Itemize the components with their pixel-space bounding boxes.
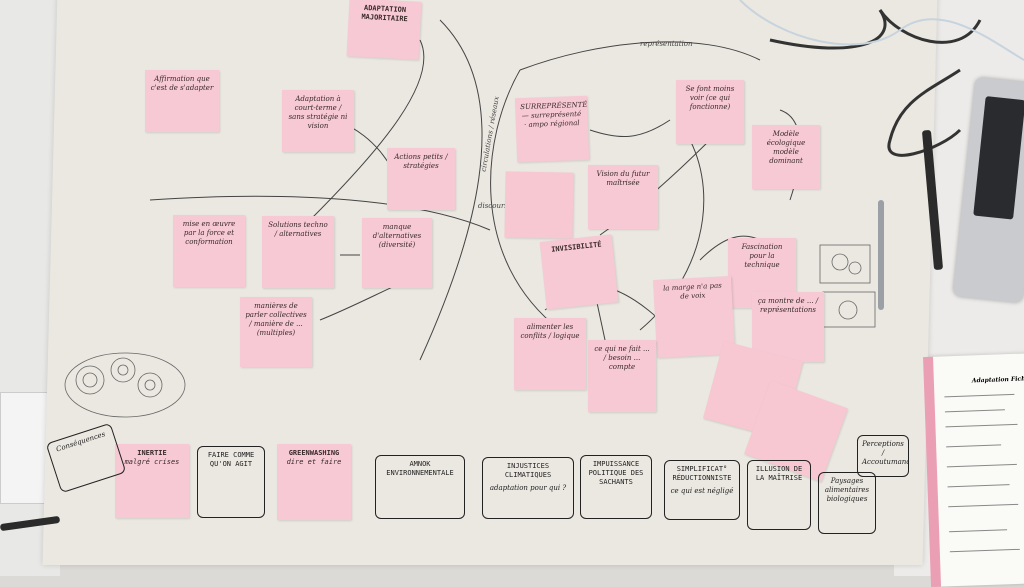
notebook: Adaptation Fiche [923,353,1024,587]
simplificat-title: SIMPLIFICAT° RÉDUCTIONNISTE [672,465,732,482]
notebook-line [947,484,1010,488]
sticky-adaptation-majoritaire: ADAPTATION MAJORITAIRE [346,0,422,60]
injustices-sub: adaptation pour qui ? [489,484,567,492]
box-faire-comme: FAIRE COMME QU'ON AGIT [197,446,265,518]
silver-pen [878,200,884,310]
sticky-adaptation-court-terme: Adaptation à court-terme / sans stratégi… [282,90,354,152]
box-amnok: AMNOK ENVIRONNEMENTALE [375,455,465,519]
notebook-line [944,409,1005,413]
notebook-line [948,503,1019,508]
sticky-non-vues: Se font moins voir (ce qui fonctionne) [676,80,744,144]
sticky-invisibilite: INVISIBILITÉ [539,234,619,310]
box-impuissance: IMPUISSANCE POLITIQUE DES SACHANTS [580,455,652,519]
sticky-vision-futur: Vision du futur maîtrisée [588,165,658,229]
sticky-surrepresente: SURREPRÉSENTÉ — surreprésenté · ampo rég… [514,95,590,163]
simplificat-sub: ce qui est négligé [670,487,734,495]
inertie-sub: malgré crises [124,458,180,466]
sticky-solutions-tech: Solutions techno / alternatives [262,216,334,288]
sticky-actions-petits: Actions petits / stratégies [387,148,455,210]
label-discours: discours [478,202,508,210]
sticky-blank-1 [504,171,574,239]
sticky-manque-alternatives: manque d'alternatives (diversité) [362,218,432,288]
laptop-keyboard [973,96,1024,220]
greenwashing-title: GREENWASHING [288,449,340,457]
box-perceptions: Perceptions / Accoutumance [857,435,909,477]
greenwashing-sub: dire et faire [286,458,342,466]
box-illusion: ILLUSION DE LA MAÎTRISE [747,460,811,530]
sticky-representations: ça montre de ... / représentations [752,292,824,362]
sticky-conflits: alimenter les conflits / logique [514,318,586,390]
sticky-greenwashing: GREENWASHING dire et faire [277,444,351,520]
notebook-line [945,423,1018,428]
notebook-line [946,463,1017,468]
notebook-line [944,393,1015,398]
box-simplificat: SIMPLIFICAT° RÉDUCTIONNISTE ce qui est n… [664,460,740,520]
sticky-mise-en-oeuvre: mise en œuvre par la force et conformati… [173,215,245,287]
notebook-line [949,529,1008,533]
box-paysages: Paysages alimentaires biologiques [818,472,876,534]
sticky-affirmation: Affirmation que c'est de s'adapter [145,70,219,132]
sticky-ce-qui-fait: ce qui ne fait ... / besoin ... compte [588,340,656,412]
notebook-title: Adaptation Fiche [971,375,1024,385]
sticky-modele: Modèle écologique modèle dominant [752,125,820,189]
sticky-manieres: manières de parler collectives / manière… [240,297,312,367]
notebook-line [946,444,1002,448]
injustices-title: INJUSTICES CLIMATIQUES [504,462,552,479]
sticky-inertie: INERTIE malgré crises [115,444,189,518]
label-representation: représentation [640,40,693,48]
inertie-title: INERTIE [137,449,167,457]
notebook-line [949,548,1020,553]
box-injustices: INJUSTICES CLIMATIQUES adaptation pour q… [482,457,574,519]
